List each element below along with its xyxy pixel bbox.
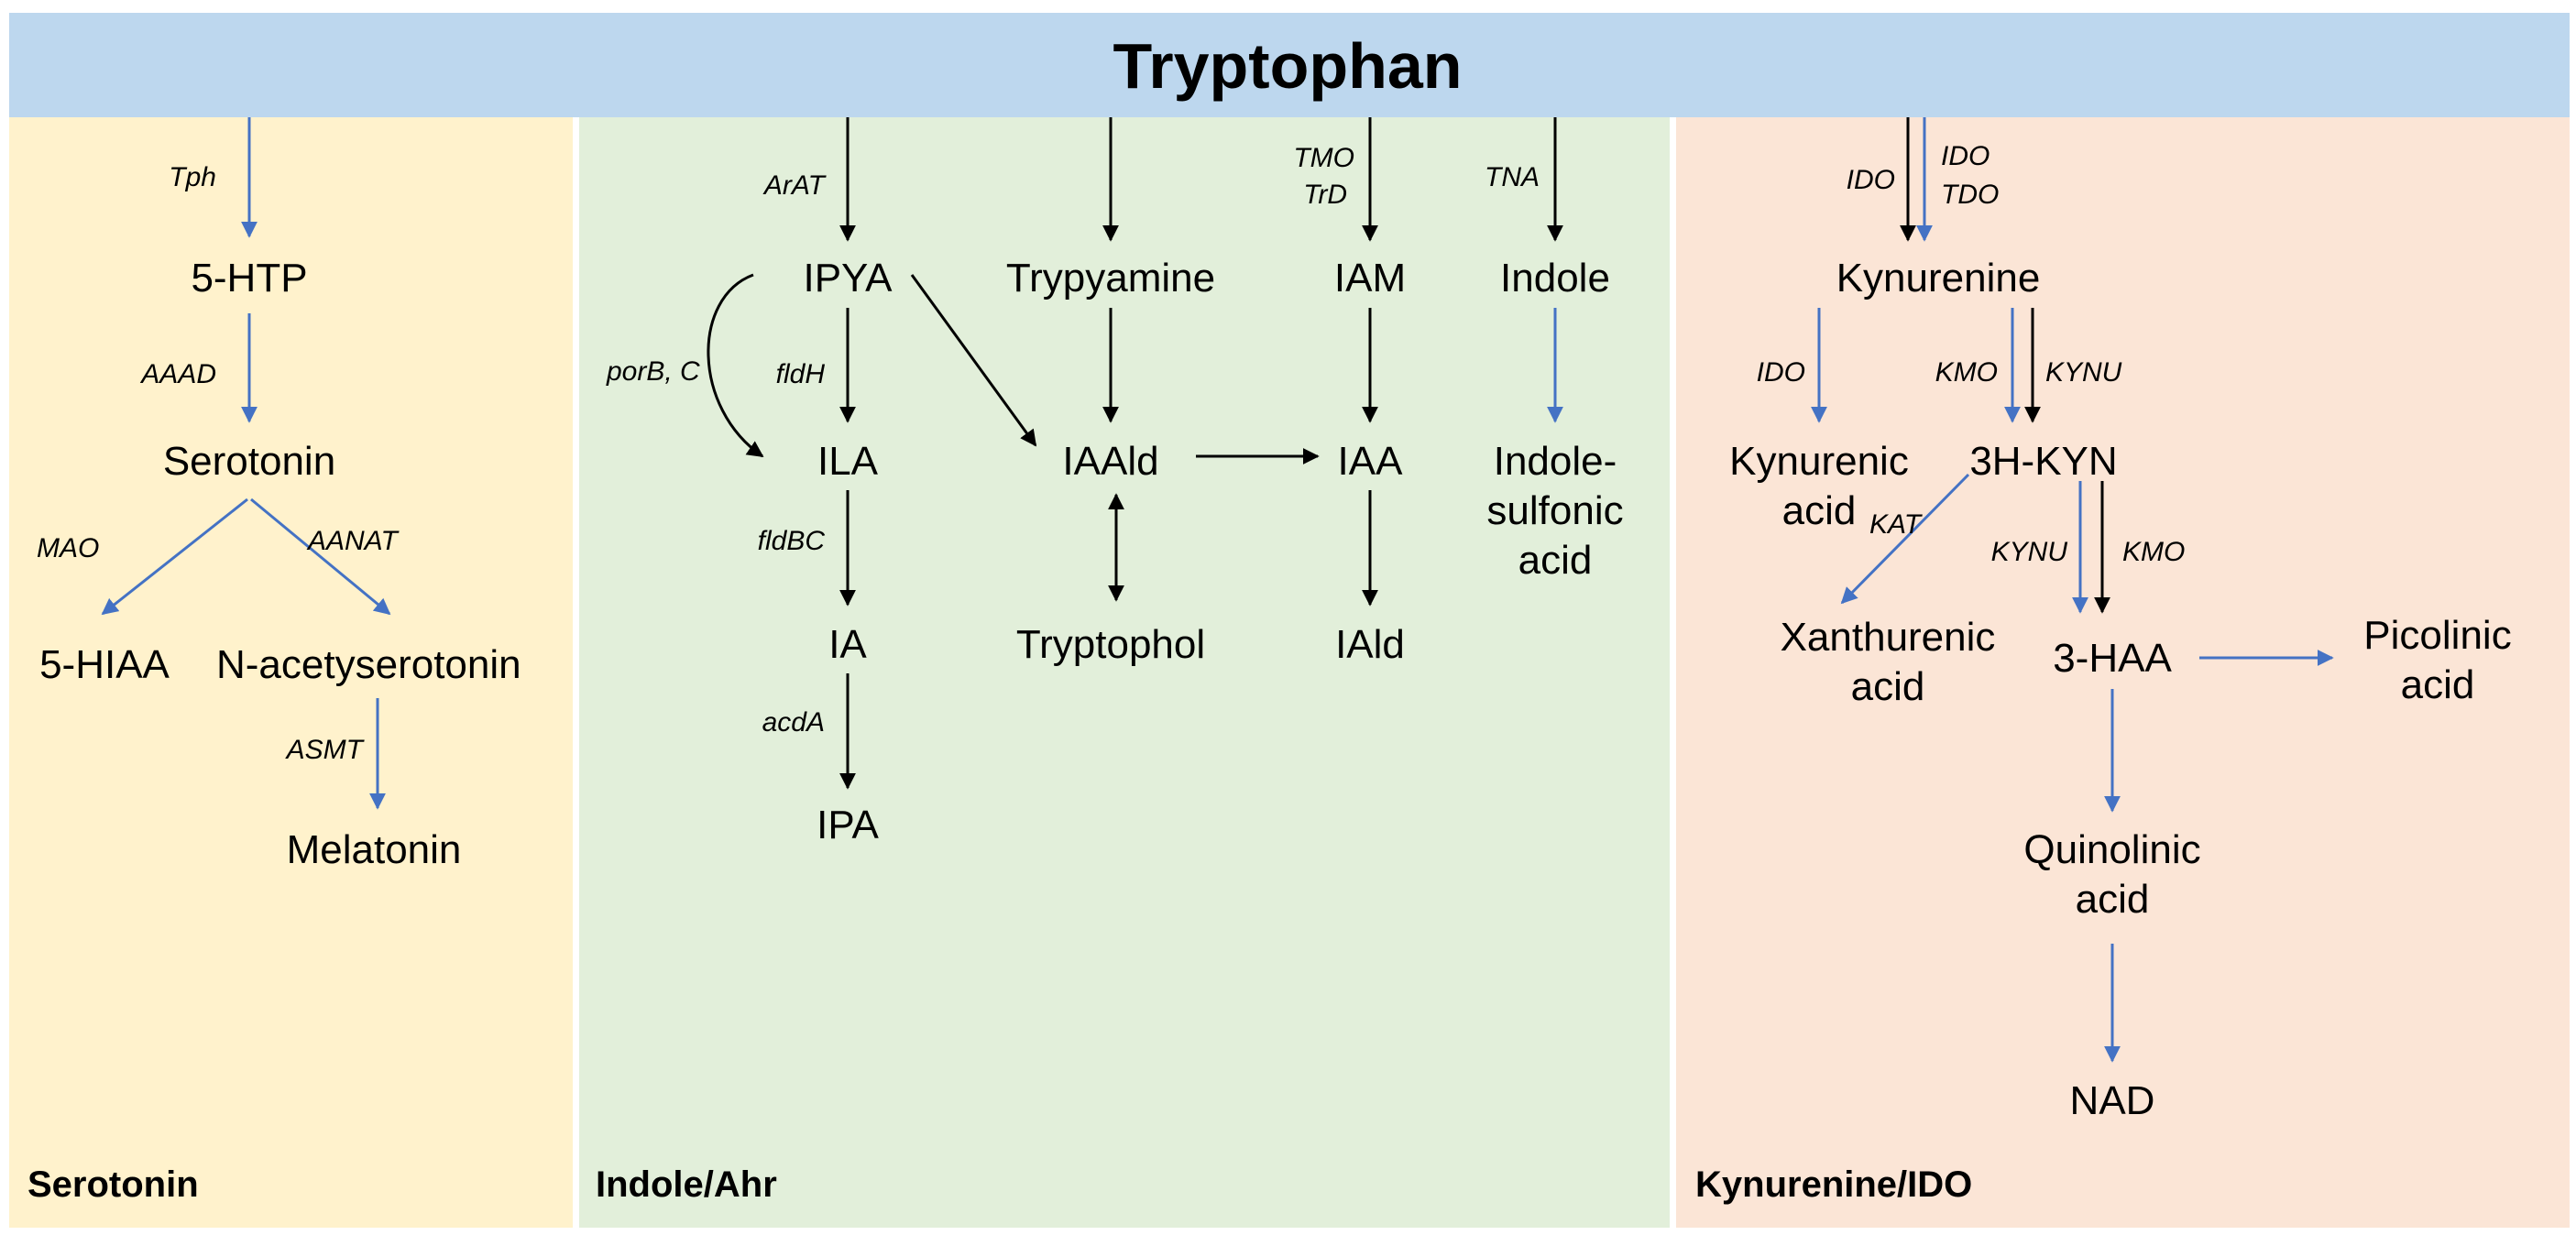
metabolite-indolesulfonic-line2: sulfonic — [1486, 488, 1623, 533]
section-label-serotonin: Serotonin — [27, 1164, 199, 1205]
title: Tryptophan — [1113, 30, 1462, 102]
arrow-3hkyn-xanthurenic — [1840, 473, 1970, 605]
metabolite-picolinic-line1: Picolinic — [2363, 613, 2511, 658]
metabolite-quinolinic-line2: acid — [2076, 877, 2150, 922]
enzyme-porbc: porB, C — [606, 356, 700, 387]
title-band — [9, 13, 2570, 117]
enzyme-kmo-black: KMO — [2122, 537, 2185, 567]
kynurenine-panel — [1676, 117, 2570, 1228]
enzyme-mao: MAO — [37, 533, 99, 563]
metabolite-picolinic-line2: acid — [2401, 662, 2475, 707]
enzyme-kat: KAT — [1869, 509, 1924, 540]
enzyme-trd: TrD — [1303, 180, 1347, 210]
metabolite-indolesulfonic-line3: acid — [1518, 538, 1593, 583]
metabolite-quinolinic-line1: Quinolinic — [2023, 827, 2200, 872]
metabolite-ia: IA — [828, 622, 867, 667]
enzyme-kynu-black: KYNU — [2045, 357, 2122, 388]
enzyme-asmt: ASMT — [285, 735, 366, 765]
metabolite-kynurenic-line2: acid — [1782, 488, 1857, 533]
metabolite-5htp: 5-HTP — [191, 256, 307, 301]
arrow-serotonin-nacetyl — [250, 497, 391, 616]
enzyme-tph: Tph — [169, 162, 216, 192]
metabolite-nad: NAD — [2070, 1078, 2155, 1123]
indole-arrows — [707, 117, 1563, 790]
metabolite-iald: IAld — [1335, 622, 1405, 667]
metabolite-indole: Indole — [1500, 256, 1610, 301]
metabolite-ila: ILA — [817, 439, 879, 484]
enzyme-tna: TNA — [1485, 162, 1540, 192]
kynurenine-arrows — [1811, 117, 2334, 1063]
arrow-ipya-iaald — [910, 274, 1037, 447]
metabolite-iaa: IAA — [1338, 439, 1404, 484]
arrow-serotonin-5hiaa — [101, 497, 248, 616]
section-label-kynurenine: Kynurenine/IDO — [1695, 1164, 1972, 1205]
enzyme-arat: ArAT — [762, 170, 828, 201]
metabolite-ipa: IPA — [817, 803, 879, 847]
metabolite-kynurenic-line1: Kynurenic — [1729, 439, 1909, 484]
metabolite-serotonin: Serotonin — [163, 439, 335, 484]
metabolite-5hiaa: 5-HIAA — [39, 642, 170, 687]
enzyme-ido-blue: IDO — [1941, 141, 1990, 171]
enzyme-aaad: AAAD — [139, 359, 216, 389]
metabolite-melatonin: Melatonin — [287, 827, 462, 872]
enzyme-kynu-blue: KYNU — [1991, 537, 2068, 567]
enzyme-acda: acdA — [762, 707, 825, 738]
metabolite-iam: IAM — [1334, 256, 1406, 301]
indole-panel — [579, 117, 1670, 1228]
enzyme-fldbc: fldBC — [758, 526, 826, 556]
enzyme-ido-kynurenic: IDO — [1757, 357, 1805, 388]
metabolite-indolesulfonic-line1: Indole- — [1494, 439, 1617, 484]
serotonin-arrows — [101, 117, 391, 810]
enzyme-tmo: TMO — [1293, 143, 1354, 173]
metabolite-3hkyn: 3H-KYN — [1969, 439, 2117, 484]
enzyme-fldh: fldH — [776, 359, 826, 389]
metabolite-3haa: 3-HAA — [2053, 636, 2172, 681]
metabolite-trypyamine: Trypyamine — [1006, 256, 1215, 301]
serotonin-panel — [9, 117, 573, 1228]
metabolite-nacetylserotonin: N-acetyserotonin — [216, 642, 521, 687]
enzyme-ido-black: IDO — [1847, 165, 1895, 195]
metabolite-iaald: IAAld — [1062, 439, 1158, 484]
metabolite-kynurenine: Kynurenine — [1836, 256, 2041, 301]
metabolite-xanthurenic-line2: acid — [1851, 664, 1925, 709]
arrow-ipya-ila-curve — [707, 273, 764, 458]
metabolite-ipya: IPYA — [803, 256, 893, 301]
enzyme-tdo: TDO — [1941, 180, 1999, 210]
metabolite-xanthurenic-line1: Xanthurenic — [1781, 615, 1996, 660]
section-label-indole: Indole/Ahr — [596, 1164, 777, 1205]
metabolite-tryptophol: Tryptophol — [1016, 622, 1205, 667]
enzyme-aanat: AANAT — [306, 526, 400, 556]
enzyme-kmo-blue: KMO — [1935, 357, 1998, 388]
